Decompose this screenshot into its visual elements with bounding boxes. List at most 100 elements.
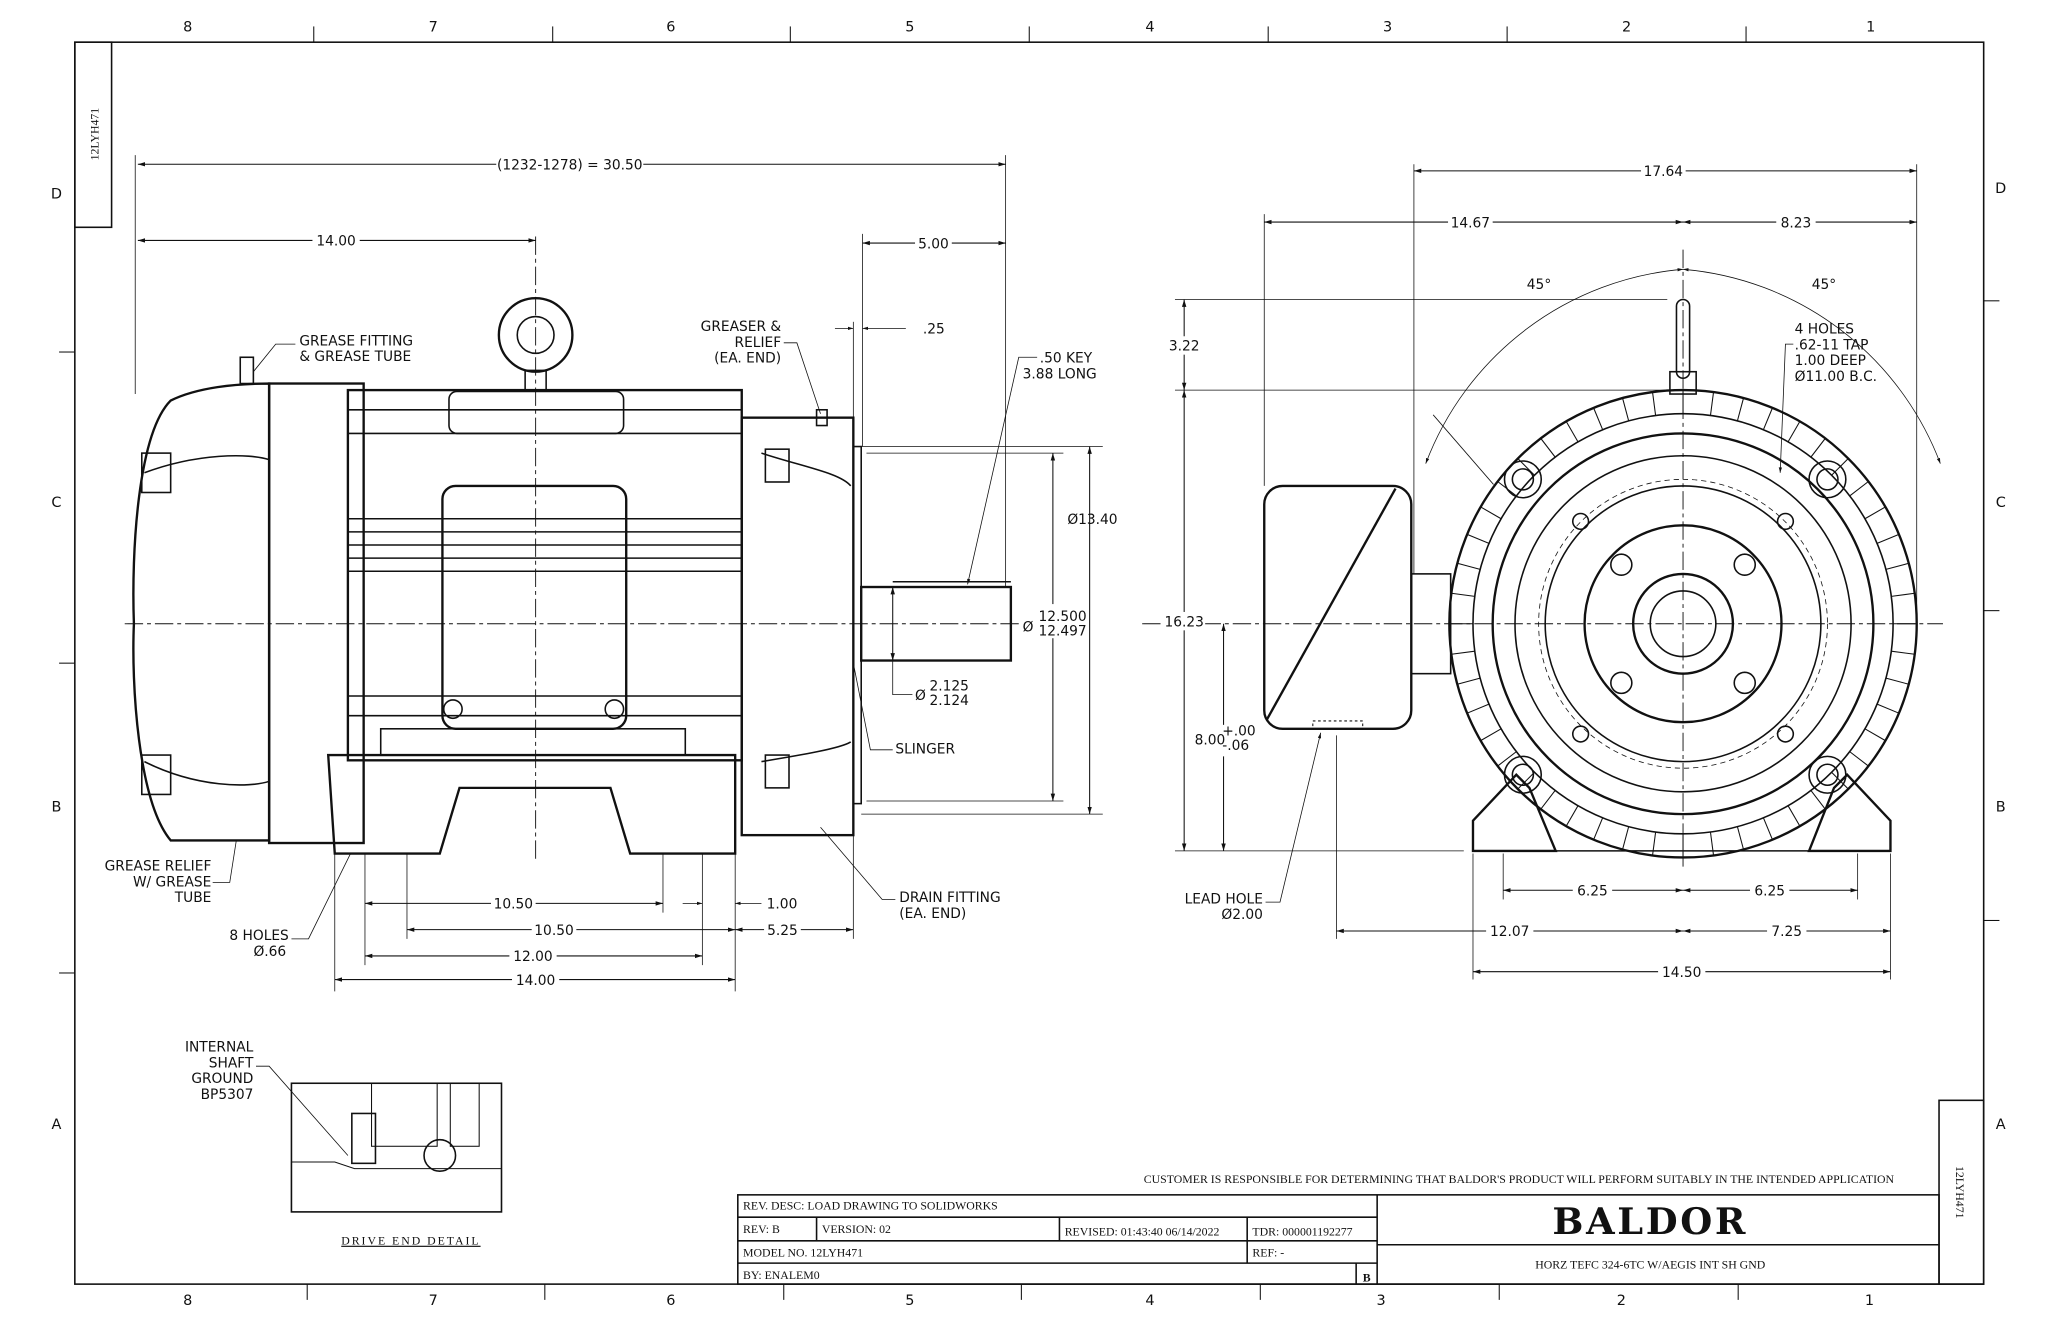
- zone-8-bottom: 8: [183, 1293, 192, 1309]
- zone-d-right: D: [1995, 181, 2006, 197]
- dim-1467: 14.67: [1451, 215, 1490, 231]
- key-label-2: 3.88 LONG: [1023, 366, 1097, 382]
- cooling-fin: [1787, 421, 1801, 443]
- dim-322: 3.22: [1169, 339, 1200, 355]
- slinger-label: SLINGER: [895, 742, 955, 758]
- zone-6: 6: [666, 20, 675, 36]
- cooling-fin: [1652, 831, 1657, 856]
- cooling-fin: [1891, 650, 1915, 655]
- dim-1623: 16.23: [1164, 614, 1203, 630]
- dia-symbol-2125: Ø: [915, 688, 926, 704]
- dim-1207: 12.07: [1490, 924, 1529, 940]
- lead-hole-label-2: Ø2.00: [1221, 907, 1263, 923]
- tdr: TDR: 000001192277: [1252, 1225, 1352, 1239]
- dim-14-top: 14.00: [316, 234, 355, 250]
- tap-holes-label-1: 4 HOLES: [1795, 322, 1854, 338]
- version: VERSION: 02: [822, 1222, 891, 1236]
- holes-label-2: Ø.66: [253, 944, 286, 960]
- grease-fitting-label-1: GREASE FITTING: [299, 333, 413, 349]
- cooling-fin: [1762, 817, 1773, 840]
- greaser-label-1: GREASER &: [701, 319, 782, 335]
- dim-025: .25: [923, 322, 945, 338]
- cooling-fin: [1876, 533, 1900, 544]
- detail-callout-1: INTERNAL: [185, 1040, 254, 1056]
- dim-dia-1340: Ø13.40: [1067, 512, 1117, 528]
- lead-hole-label-1: LEAD HOLE: [1185, 891, 1263, 907]
- sheet-frame: [59, 26, 2000, 1300]
- greaser-label-2: RELIEF: [735, 335, 782, 351]
- tap-holes-label-3: 1.00 DEEP: [1795, 353, 1866, 369]
- cooling-fin: [1497, 751, 1517, 767]
- zone-5-bottom: 5: [905, 1293, 914, 1309]
- cooling-fin: [1593, 407, 1604, 430]
- drain-label-2: (EA. END): [899, 906, 966, 922]
- title-block: CUSTOMER IS RESPONSIBLE FOR DETERMINING …: [737, 1172, 1940, 1285]
- dia-symbol-12500: Ø: [1023, 620, 1034, 636]
- drawing-number-top: 12LYH471: [87, 108, 101, 161]
- product-description: HORZ TEFC 324-6TC W/AEGIS INT SH GND: [1535, 1257, 1766, 1271]
- cooling-fin: [1593, 817, 1604, 840]
- sheet-size: B: [1363, 1270, 1371, 1284]
- cooling-fin: [1864, 728, 1886, 742]
- end-view-dimensions: 17.64 14.67 8.23 45° 45° 4 HOLES .62-11 …: [1163, 161, 1941, 981]
- cooling-fin: [1451, 650, 1475, 655]
- zone-b-right: B: [1996, 800, 2006, 816]
- cooling-fin: [1736, 826, 1745, 850]
- tol-minus: -.06: [1222, 738, 1249, 754]
- cooling-fin: [1457, 562, 1481, 570]
- zone-4: 4: [1145, 20, 1154, 36]
- tol-plus: +.00: [1222, 723, 1255, 739]
- zone-2-bottom: 2: [1617, 1293, 1626, 1309]
- dim-1450: 14.50: [1662, 965, 1701, 981]
- zone-c-right: C: [1996, 495, 2006, 511]
- cooling-fin: [1736, 397, 1745, 422]
- cooling-fin: [1540, 438, 1556, 458]
- cooling-fin: [1451, 592, 1475, 597]
- baldor-logo: BALDOR: [1552, 1199, 1748, 1243]
- drive-end-detail: INTERNAL SHAFT GROUND BP5307 DRIVE END D…: [185, 1040, 503, 1248]
- cooling-fin: [1517, 771, 1535, 790]
- zone-7: 7: [429, 20, 438, 36]
- tap-holes-label-2: .62-11 TAP: [1795, 337, 1869, 353]
- cooling-fin: [1480, 506, 1502, 520]
- dim-823: 8.23: [1781, 215, 1812, 231]
- cooling-fin: [1565, 421, 1579, 443]
- dim-overall-length: (1232-1278) = 30.50: [497, 158, 642, 174]
- dim-1200: 12.00: [513, 949, 552, 965]
- zone-b: B: [51, 800, 61, 816]
- zone-1-bottom: 1: [1865, 1293, 1874, 1309]
- drain-label-1: DRAIN FITTING: [899, 890, 1000, 906]
- drawing-number-bottom: 12LYH471: [1953, 1166, 1967, 1219]
- grease-relief-label-2: W/ GREASE: [133, 874, 211, 890]
- cooling-fin: [1457, 677, 1481, 685]
- cooling-fin: [1891, 592, 1915, 597]
- cooling-fin: [1810, 438, 1826, 458]
- zone-labels: 8 7 6 5 4 3 2 1 8 7 6 5 4 3 2 1 D C B A …: [51, 20, 2006, 1309]
- zone-d: D: [51, 186, 62, 202]
- dim-100: 1.00: [767, 897, 798, 913]
- zone-c: C: [51, 495, 61, 511]
- cooling-fin: [1849, 481, 1869, 497]
- zone-6-bottom: 6: [666, 1293, 675, 1309]
- zone-5: 5: [905, 20, 914, 36]
- cooling-fin: [1709, 831, 1715, 856]
- cooling-fin: [1762, 407, 1773, 430]
- cooling-fin: [1466, 533, 1490, 544]
- revised: REVISED: 01:43:40 06/14/2022: [1065, 1225, 1220, 1239]
- zone-a-right: A: [1996, 1117, 2006, 1133]
- cooling-fin: [1565, 805, 1579, 827]
- zone-8: 8: [183, 20, 192, 36]
- drawn-by: BY: ENALEM0: [743, 1268, 820, 1282]
- dim-dia-12500-lower: 12.497: [1038, 624, 1086, 640]
- cooling-fin: [1885, 562, 1909, 570]
- dim-800: 8.00: [1195, 733, 1226, 749]
- zone-1: 1: [1866, 20, 1875, 36]
- greaser-label-3: (EA. END): [714, 351, 781, 367]
- zone-4-bottom: 4: [1145, 1293, 1154, 1309]
- grease-relief-label-3: TUBE: [174, 890, 212, 906]
- dim-625-right: 6.25: [1754, 884, 1785, 900]
- rev-desc: REV. DESC: LOAD DRAWING TO SOLIDWORKS: [743, 1198, 998, 1212]
- cooling-fin: [1810, 790, 1826, 810]
- dim-1050-b: 10.50: [534, 923, 573, 939]
